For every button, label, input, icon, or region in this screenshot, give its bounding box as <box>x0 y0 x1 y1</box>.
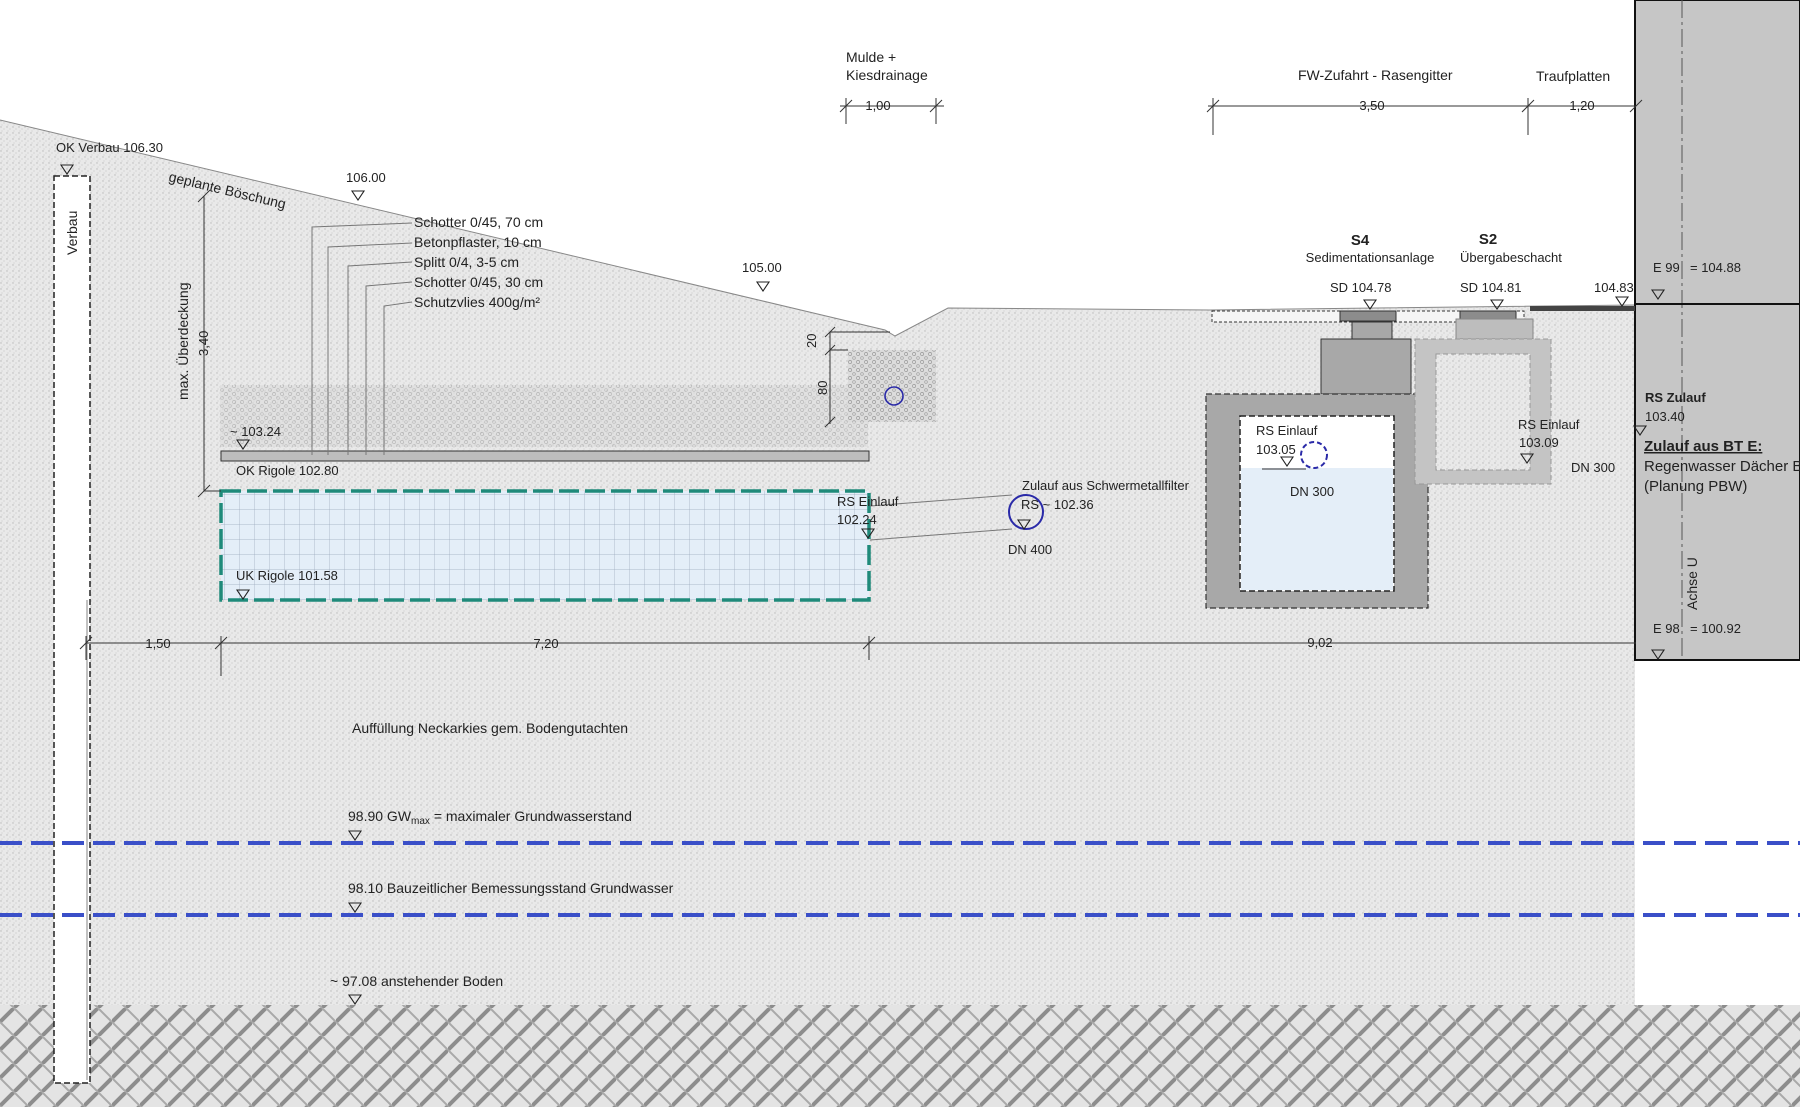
layer-label-3: Splitt 0/4, 3-5 cm <box>414 254 519 270</box>
s4-code: S4 <box>1351 232 1370 249</box>
fw-dim-label: 3,50 <box>1359 98 1384 113</box>
s2-rs-einlauf: RS Einlauf <box>1518 417 1580 432</box>
s2-shaft <box>1414 338 1552 485</box>
zulauf-filter-label: Zulauf aus Schwermetallfilter <box>1022 478 1190 493</box>
layer-label-1: Schotter 0/45, 70 cm <box>414 214 543 230</box>
level-markers <box>59 164 1666 1005</box>
s2-dn: DN 300 <box>1571 460 1615 475</box>
mulde-title-2: Kiesdrainage <box>846 67 928 83</box>
mulde-title-1: Mulde + <box>846 49 896 65</box>
dim-150: 1,50 <box>145 636 170 651</box>
layer-label-4: Schotter 0/45, 30 cm <box>414 274 543 290</box>
verbau-label: Verbau <box>64 211 80 255</box>
mulde-gravel <box>848 350 936 422</box>
terrain-line <box>0 119 1636 337</box>
dim-902: 9,02 <box>1307 635 1332 650</box>
planung-label: (Planung PBW) <box>1644 478 1747 495</box>
verbau-wall <box>53 175 91 1084</box>
s4-name: Sedimentationsanlage <box>1306 250 1435 265</box>
rigole-rs-einlauf: RS Einlauf <box>837 494 899 509</box>
e99-label: E 99 <box>1653 260 1680 275</box>
rigole-top-level: ~ 103.24 <box>230 424 281 439</box>
s4-dn: DN 300 <box>1290 484 1334 499</box>
rigole-rs-level: 102.24 <box>837 512 877 527</box>
s4-neck <box>1351 321 1393 340</box>
natural-ground-hatch <box>0 1005 1800 1107</box>
rigole-border <box>219 489 871 602</box>
rigole-cover-gravel <box>220 385 868 447</box>
s2-code: S2 <box>1479 231 1497 248</box>
ok-verbau-label: OK Verbau 106.30 <box>56 140 163 155</box>
s2-sd: SD 104.81 <box>1460 280 1521 295</box>
s4-lid <box>1339 310 1397 322</box>
s4-cone <box>1320 338 1412 395</box>
rigole-body <box>221 491 869 600</box>
gw-max-text: = maximaler Grundwasserstand <box>430 808 632 824</box>
s2-name: Übergabeschacht <box>1460 250 1562 265</box>
ueberdeckung-label: max. Überdeckung <box>174 282 191 400</box>
s4-sd: SD 104.78 <box>1330 280 1391 295</box>
rs-zulauf-level: 103.40 <box>1645 409 1685 424</box>
gw-max-label: 98.90 GWmax = maximaler Grundwasserstand <box>348 808 632 827</box>
regenwasser-label: Regenwasser Dächer B <box>1644 458 1800 475</box>
layer-label-5: Schutzvlies 400g/m² <box>414 294 540 310</box>
s4-rs-einlauf: RS Einlauf <box>1256 423 1318 438</box>
ueberdeckung-dim-label: 3,40 <box>196 331 211 356</box>
s4-inlet-pipe-icon <box>1300 441 1328 469</box>
pavement-layer <box>220 450 870 462</box>
level-106: 106.00 <box>346 170 386 185</box>
fw-title: FW-Zufahrt - Rasengitter <box>1298 67 1453 83</box>
inflow-pipe-bottom <box>869 528 1013 541</box>
uk-rigole-label: UK Rigole 101.58 <box>236 568 338 583</box>
pipe-rs-label: RS ~ 102.36 <box>1021 497 1094 512</box>
layer-label-2: Betonpflaster, 10 cm <box>414 234 542 250</box>
auffuellung-label: Auffüllung Neckarkies gem. Bodengutachte… <box>352 720 628 736</box>
gw-max-sub: max <box>411 816 430 827</box>
dim-720: 7,20 <box>533 636 558 651</box>
s2-lid <box>1459 310 1517 320</box>
achse-u-label: Achse U <box>1684 557 1700 610</box>
rs-zulauf-label: RS Zulauf <box>1645 390 1706 405</box>
s4-rs-level: 103.05 <box>1256 442 1296 457</box>
building-section <box>1634 0 1800 661</box>
trauf-dim-label: 1,20 <box>1569 98 1594 113</box>
trauf-title: Traufplatten <box>1536 68 1610 84</box>
e98-value: = 100.92 <box>1690 621 1741 636</box>
right-level-104-83: 104.83 <box>1594 280 1634 295</box>
e99-value: = 104.88 <box>1690 260 1741 275</box>
dn400-pipe-icon <box>1008 494 1044 530</box>
pipe-dn400-label: DN 400 <box>1008 542 1052 557</box>
e98-label: E 98 <box>1653 621 1680 636</box>
mulde-dim-label: 1,00 <box>865 98 890 113</box>
gw-max-level: 98.90 GW <box>348 808 412 824</box>
drain-pipe-icon <box>884 386 904 406</box>
s2-neck <box>1455 318 1534 340</box>
mulde-dim-20: 20 <box>804 334 819 348</box>
ok-rigole-label: OK Rigole 102.80 <box>236 463 339 478</box>
zulauf-bte-label: Zulauf aus BT E: <box>1644 438 1762 455</box>
level-105: 105.00 <box>742 260 782 275</box>
boden-label: ~ 97.08 anstehender Boden <box>330 973 503 989</box>
s4-water <box>1241 468 1393 590</box>
layer-leaders <box>311 222 413 455</box>
inflow-pipe-top <box>869 494 1013 507</box>
eave-slabs <box>1530 306 1635 311</box>
s2-rs-level: 103.09 <box>1519 435 1559 450</box>
mulde-dim-80: 80 <box>815 381 830 395</box>
gw-bau-label: 98.10 Bauzeitlicher Bemessungsstand Grun… <box>348 880 674 896</box>
